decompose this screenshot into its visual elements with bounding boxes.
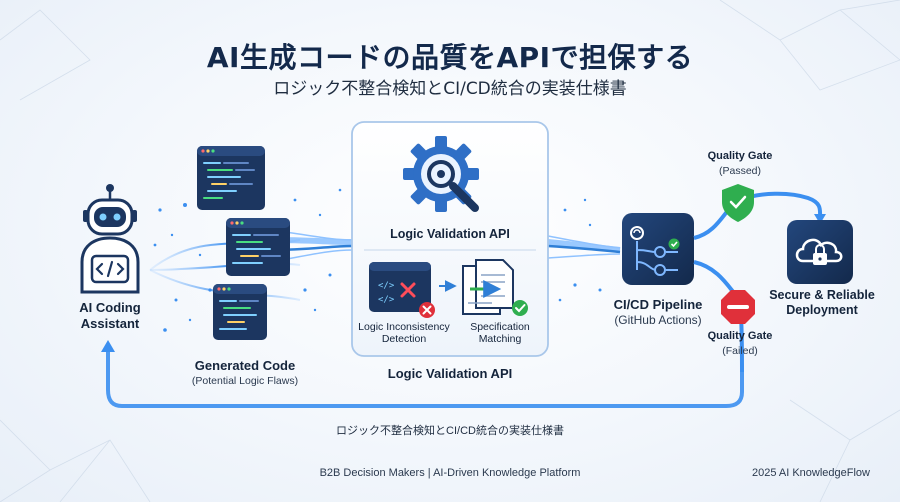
error-x-icon (419, 302, 435, 318)
pipeline-label: CI/CD Pipeline (613, 297, 703, 312)
code-window-icon (213, 284, 267, 340)
cloud-lock-icon (787, 220, 853, 284)
gear-search-icon (403, 136, 479, 212)
document-compare-icon (462, 259, 514, 315)
inconsistency-window-icon: </> </> (369, 262, 431, 312)
footer-left-text: B2B Decision Makers | AI-Driven Knowledg… (319, 467, 581, 479)
gate-passed-sublabel: (Passed) (718, 165, 761, 177)
robot-icon (80, 184, 140, 294)
gate-failed-sublabel: (Failed) (722, 345, 758, 357)
code-window-icon (226, 218, 290, 276)
svg-text:</>: </> (378, 295, 395, 305)
svg-text:</>: </> (378, 281, 395, 291)
check-icon (512, 300, 528, 316)
particles (153, 188, 602, 332)
inconsistency-detection-label: Logic Inconsistency Detection (358, 321, 450, 345)
page-subtitle: ロジック不整合検知とCI/CD統合の実装仕様書 (273, 79, 627, 99)
footer-right-text: 2025 AI KnowledgeFlow (751, 467, 870, 479)
gate-failed-label: Quality Gate (707, 330, 773, 342)
assistant-label: AI Coding Assistant (79, 300, 141, 331)
generated-code-label: Generated Code (194, 358, 296, 373)
gate-passed-label: Quality Gate (707, 150, 773, 162)
code-window-icon (197, 146, 265, 210)
pipeline-sublabel: (GitHub Actions) (614, 313, 702, 327)
feedback-loop-arrow (101, 340, 744, 408)
stop-sign-icon (721, 290, 755, 324)
flow-streams-right (547, 235, 621, 259)
page-title: AI生成コードの品質をAPIで担保する (206, 41, 694, 74)
validation-api-caption: Logic Validation API (387, 366, 513, 381)
deployment-label: Secure & Reliable Deployment (769, 288, 875, 317)
feedback-caption: ロジック不整合検知とCI/CD統合の実装仕様書 (336, 425, 564, 437)
shield-check-icon (722, 184, 754, 222)
pipeline-icon (622, 213, 694, 285)
specification-matching-label: Specification Matching (470, 321, 530, 345)
generated-code-sublabel: (Potential Logic Flaws) (191, 375, 299, 387)
validation-panel-header: Logic Validation API (390, 227, 510, 241)
